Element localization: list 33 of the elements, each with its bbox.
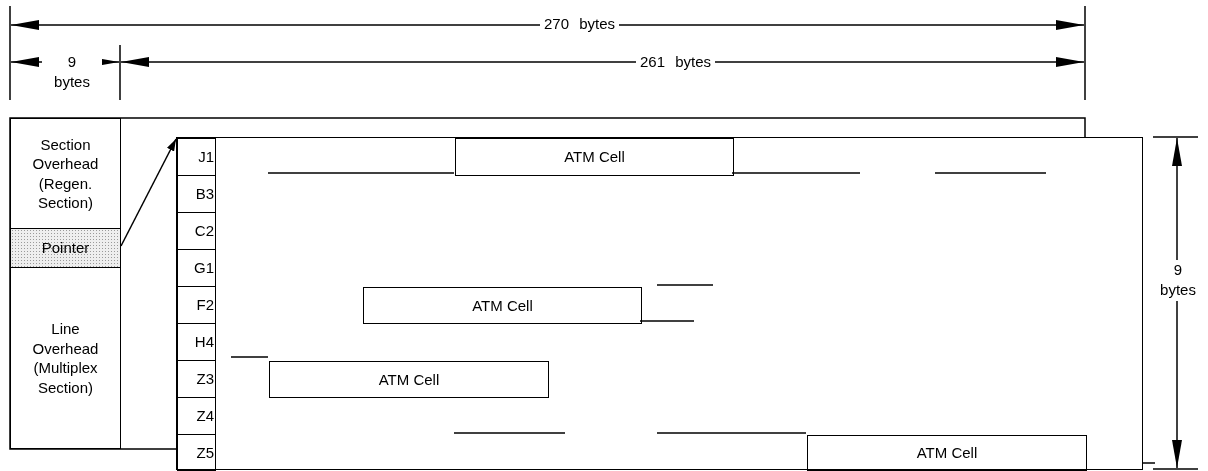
path-overhead-byte: [177, 175, 216, 213]
box-label: Z5: [196, 442, 214, 463]
atm-cell: [363, 287, 642, 324]
box-label: ATM Cell: [378, 369, 440, 390]
box-label: C2: [194, 221, 214, 241]
path-overhead-byte: [177, 249, 216, 287]
atm-cell: [269, 361, 549, 398]
box-label: J1: [198, 147, 214, 167]
box-label: B3: [195, 184, 214, 204]
path-overhead-byte: [177, 434, 216, 471]
box-label: Z4: [196, 406, 214, 426]
box-label: Z3: [196, 369, 214, 389]
path-overhead-byte: [177, 212, 216, 250]
box-label: Line Overhead (Multiplex Section): [31, 319, 100, 397]
pointer-box: [10, 228, 121, 268]
box-label: G1: [194, 258, 214, 278]
path-overhead-byte: [177, 286, 216, 324]
box-label: F2: [196, 295, 214, 315]
arrow: [120, 138, 177, 247]
box-label: H4: [194, 332, 214, 352]
atm-cell: [455, 138, 734, 176]
atm-cell: [807, 435, 1087, 471]
box-label: ATM Cell: [472, 295, 533, 316]
box-label: ATM Cell: [564, 147, 625, 167]
box-label: ATM Cell: [916, 443, 978, 463]
overhead-box: [10, 267, 121, 449]
path-overhead-byte: [177, 138, 216, 176]
box-label: Pointer: [41, 238, 90, 258]
path-overhead-byte: [177, 323, 216, 361]
box-label: Section Overhead (Regen. Section): [31, 134, 100, 213]
path-overhead-byte: [177, 360, 216, 398]
payload-frame: [176, 137, 1143, 470]
path-overhead-byte: [177, 397, 216, 435]
